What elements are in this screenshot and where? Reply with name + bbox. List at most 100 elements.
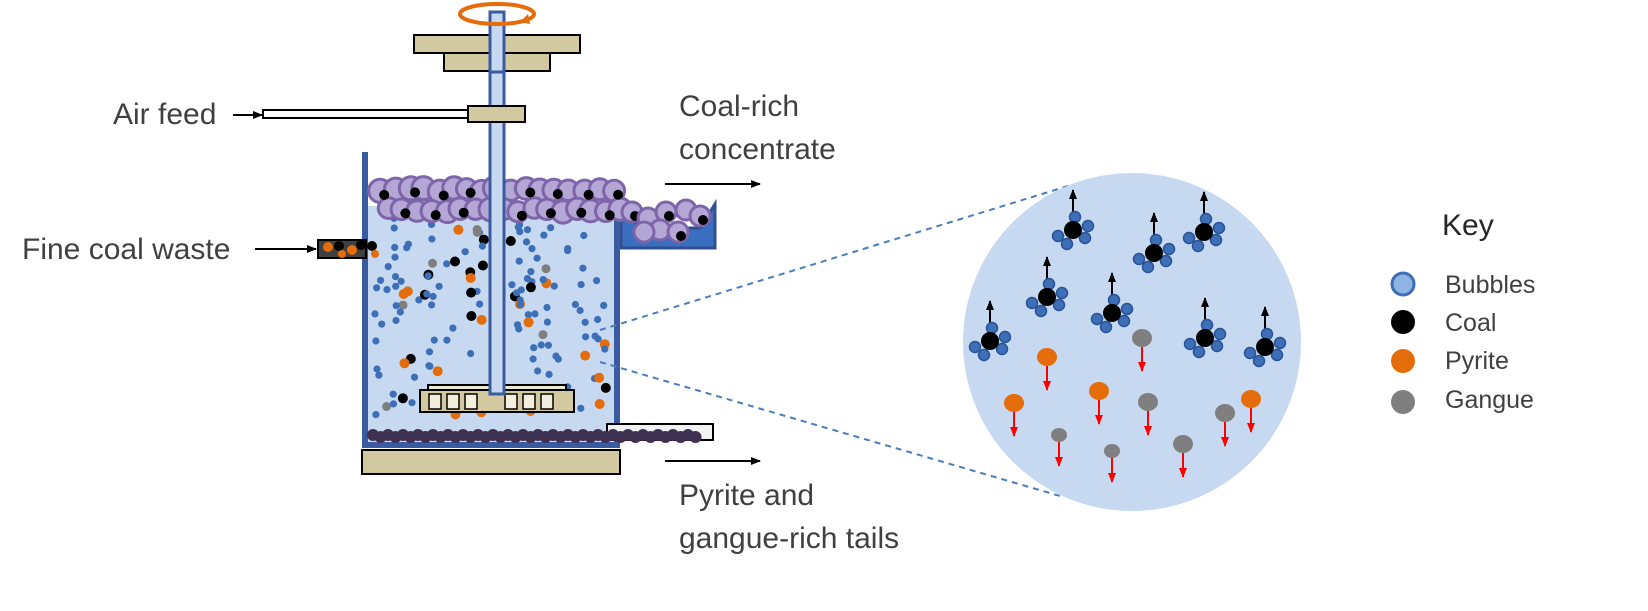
bubble-particle [995, 342, 1009, 356]
bubble-particle [1162, 242, 1176, 256]
flotation-cell [262, 2, 717, 475]
gangue-sinking [1051, 428, 1067, 467]
bubble-particle [977, 348, 991, 362]
bubble-particle [397, 277, 405, 285]
gangue-particle [472, 225, 482, 234]
bubble-particle [1159, 254, 1173, 268]
pyrite-particle [453, 224, 464, 235]
bubble-particle [1243, 346, 1257, 360]
bubble-particle [985, 321, 999, 335]
key-pyrite-icon [1391, 349, 1415, 373]
gangue-particle [398, 300, 408, 310]
bubble-particle [391, 243, 399, 251]
coal-particle [465, 187, 476, 198]
bubble-particle [383, 286, 391, 294]
bubble-particle [582, 333, 590, 341]
bubble-particle [392, 316, 400, 325]
coal-particle [1038, 288, 1056, 306]
bubble-particle [372, 337, 380, 345]
key-label-gangue: Gangue [1445, 386, 1534, 414]
bubble-particle [544, 341, 553, 349]
bubble-particle [1090, 312, 1104, 326]
key-title: Key [1442, 209, 1494, 242]
bubble-particle [516, 228, 524, 236]
bubble-particle [478, 242, 486, 250]
froth-bubble [632, 220, 656, 244]
zoom-lines [599, 185, 1069, 497]
key-bubble-icon [1390, 271, 1416, 297]
bubble-particle [1260, 327, 1274, 341]
sediment-particle [689, 431, 702, 443]
gangue-sinking [1132, 329, 1152, 372]
bubble-particle [415, 296, 423, 304]
coal-particle [450, 256, 460, 267]
coal-bubble-aggregate [1183, 297, 1227, 359]
bubble-particle [1078, 231, 1092, 245]
pyrite-particle [1241, 390, 1261, 408]
bubble-particle [1132, 252, 1146, 266]
bubble-particle [384, 263, 392, 271]
key-coal-icon [1391, 310, 1415, 334]
concentrate-label-line2: concentrate [679, 133, 836, 166]
bubble-particle [404, 240, 412, 248]
coal-particle [410, 187, 420, 198]
bubble-particle [1117, 314, 1131, 328]
bubble-particle [522, 238, 531, 246]
tank-base [361, 449, 621, 475]
air-feed-label: Air feed [113, 98, 217, 131]
bubble-particle [372, 411, 380, 419]
gangue-particle [428, 258, 437, 268]
pyrite-particle [476, 314, 487, 325]
bubble-particle [523, 226, 532, 234]
gangue-sinking [1215, 404, 1235, 447]
coal-bubble-aggregate [1025, 256, 1069, 318]
pyrite-particle [399, 358, 410, 369]
bubble-particle [581, 318, 589, 326]
coal-particle [397, 393, 408, 404]
bubble-particle [396, 308, 404, 316]
coal-particle [981, 332, 999, 350]
coal-particle [698, 215, 708, 225]
coal-particle [430, 210, 441, 221]
bubble-particle [392, 282, 400, 290]
key-label-coal: Coal [1445, 309, 1497, 337]
bubble-particle [516, 301, 524, 309]
bubble-particle [1191, 239, 1205, 253]
bubble-particle [428, 235, 436, 243]
coal-particle [1256, 338, 1274, 356]
bubble-particle [591, 332, 599, 340]
bubble-particle [408, 399, 416, 407]
bubble-particle [1081, 219, 1095, 233]
bubble-particle [1182, 231, 1196, 245]
bubble-particle [537, 341, 545, 349]
bubble-particle [539, 276, 547, 284]
bubble-particle [1183, 337, 1197, 351]
coal-bubble-aggregate [1182, 191, 1226, 253]
coal-particle [600, 382, 611, 393]
bubble-particle [1051, 229, 1065, 243]
bubble-particle [543, 303, 551, 312]
bubble-particle [593, 277, 601, 285]
pyrite-particle [402, 286, 413, 297]
pyrite-particle [594, 372, 605, 383]
bubble-particle [543, 318, 552, 326]
bubble-particle [1199, 212, 1213, 226]
bubble-particle [375, 371, 383, 379]
bubble-particle [1149, 233, 1163, 247]
pyrite-particle [594, 399, 605, 409]
magnified-view [963, 173, 1301, 511]
shaft-upper [488, 10, 506, 74]
coal-particle [477, 260, 488, 271]
gangue-particle [1173, 435, 1193, 453]
coal-particle [1195, 223, 1213, 241]
pyrite-particle [1004, 394, 1024, 412]
pyrite-sinking [1004, 394, 1024, 437]
bubble-particle [524, 311, 532, 319]
bubble-particle [430, 336, 438, 344]
bubble-particle [528, 245, 536, 253]
pyrite-particle [580, 350, 591, 361]
gangue-particle [538, 330, 548, 340]
bubble-particle [998, 330, 1012, 344]
air-feed-collar [467, 105, 526, 123]
bubble-particle [571, 300, 580, 309]
